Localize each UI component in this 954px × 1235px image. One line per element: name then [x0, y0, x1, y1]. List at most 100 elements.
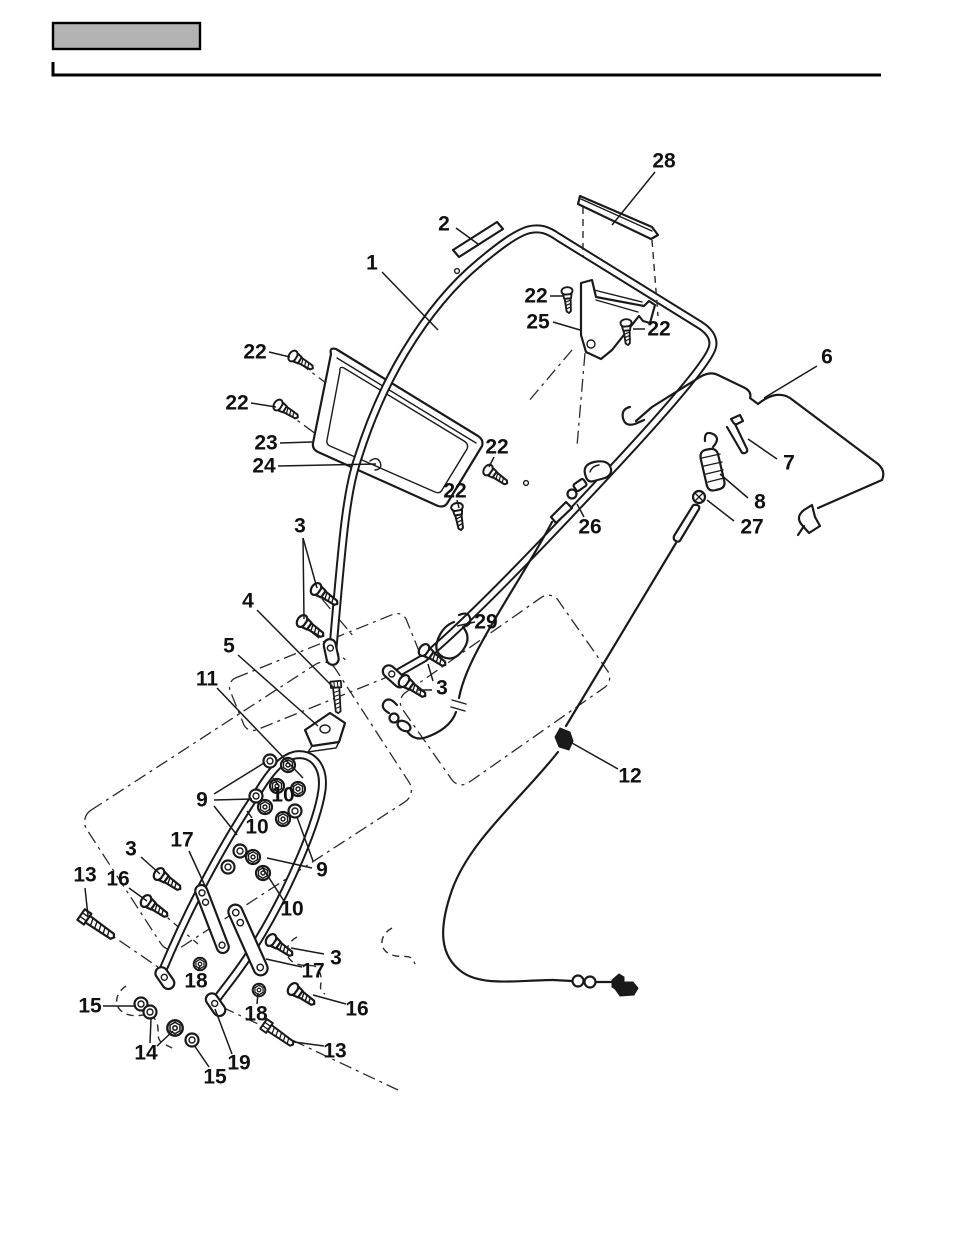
callout-22f-label: 22 [443, 480, 466, 503]
starter-rope [381, 520, 554, 740]
callout-10a-label: 10 [271, 784, 294, 807]
callout-17a-label: 17 [170, 829, 193, 852]
bail-right-hook [796, 503, 822, 537]
callout-28-leader [611, 171, 656, 226]
callout-3a-leader [302, 537, 318, 589]
callout-9b-leader [296, 816, 314, 862]
callout-9b-leader [266, 857, 313, 869]
upper-handle-1 [322, 224, 718, 689]
washer-15 [184, 1032, 200, 1048]
callout-26-leader [576, 503, 585, 518]
callout-22e-leader [488, 456, 495, 468]
callout-22f-leader [456, 499, 460, 509]
washer-9 [232, 843, 248, 859]
callout-10c-leader [261, 866, 285, 902]
bail-left-hook [621, 405, 646, 426]
pin-7 [725, 413, 749, 455]
nut-10 [279, 756, 297, 774]
strap-17b [227, 903, 269, 977]
callout-13a-leader [84, 887, 89, 917]
callout-14-leader [149, 1018, 152, 1044]
callout-8-leader [719, 473, 749, 499]
nut-18 [192, 956, 208, 972]
callout-17a-leader [188, 850, 207, 889]
callout-12-label: 12 [618, 765, 641, 788]
callout-6-leader [763, 365, 818, 399]
callout-25-leader [552, 321, 581, 331]
callout-18a-leader [197, 965, 201, 972]
screw-22 [285, 347, 317, 375]
callout-17b-leader [265, 958, 303, 968]
callout-26-label: 26 [578, 516, 601, 539]
screw-22 [560, 285, 576, 315]
callout-2-label: 2 [438, 213, 450, 236]
nut-18 [251, 982, 267, 998]
callout-10a-leader [272, 777, 280, 787]
nut-10 [256, 798, 274, 816]
callout-27-leader [706, 499, 735, 522]
callout-24-label: 24 [252, 455, 276, 478]
callout-7-leader [747, 438, 778, 460]
header-rule [51, 62, 881, 77]
callout-12-leader [571, 742, 619, 770]
callout-25-label: 25 [526, 311, 550, 334]
callout-3c-leader [140, 856, 161, 875]
rope-end-hook [381, 698, 399, 715]
callout-9a-leader [213, 805, 238, 836]
cable-junction [554, 727, 574, 751]
callout-16b-leader [312, 994, 347, 1005]
callout-29-label: 29 [474, 611, 497, 634]
callout-10b-leader [246, 810, 253, 819]
callout-3d-label: 3 [330, 947, 342, 970]
callout-19-leader [214, 1008, 233, 1055]
rope-guide-29 [435, 612, 472, 660]
rope-eyelet [388, 712, 400, 724]
callout-19-label: 19 [227, 1052, 250, 1075]
cable-12 [442, 750, 639, 997]
screw-3 [293, 611, 329, 643]
washer-9 [220, 859, 236, 875]
callout-3b-leader [427, 663, 434, 682]
screw-22 [270, 396, 302, 424]
nut-10 [244, 848, 262, 866]
callout-29-leader [456, 621, 476, 627]
screw-22 [480, 461, 512, 490]
callout-3d-leader [290, 947, 325, 955]
callout-22b-label: 22 [647, 318, 670, 341]
callout-22e-label: 22 [485, 436, 508, 459]
throttle-rod [554, 503, 701, 751]
callout-5-label: 5 [223, 635, 235, 658]
callout-9a-leader [213, 762, 265, 795]
callout-28-label: 28 [652, 150, 676, 173]
callout-7-label: 7 [783, 452, 795, 475]
callout-16a-label: 16 [106, 868, 129, 891]
callout-14-label: 14 [134, 1042, 158, 1065]
header-redacted-box [51, 21, 202, 51]
callout-15b-leader [193, 1044, 210, 1068]
callout-14-leader [156, 1030, 174, 1047]
callout-27-label: 27 [740, 516, 763, 539]
callout-9a-leader [213, 798, 253, 801]
callout-24-leader [277, 463, 377, 467]
washer-9 [262, 753, 278, 769]
rope-break-mark [450, 699, 467, 712]
callout-18b-leader [256, 992, 259, 1005]
callout-10b-label: 10 [245, 816, 268, 839]
callout-10c-label: 10 [280, 898, 303, 921]
callout-9b-label: 9 [316, 859, 328, 882]
callout-5-leader [237, 654, 319, 727]
strap-17a [194, 883, 230, 955]
callout-6-label: 6 [821, 346, 833, 369]
callout-3a-label: 3 [294, 515, 306, 538]
screw-16 [137, 891, 173, 923]
callout-9a-label: 9 [196, 789, 208, 812]
callout-3a-leader [302, 537, 305, 620]
panel-hook-24 [369, 458, 382, 471]
cable-z-terminal [611, 973, 639, 997]
callout-11-leader [216, 687, 304, 779]
callout-22c-leader [268, 351, 291, 358]
callout-11-label: 11 [196, 668, 219, 691]
